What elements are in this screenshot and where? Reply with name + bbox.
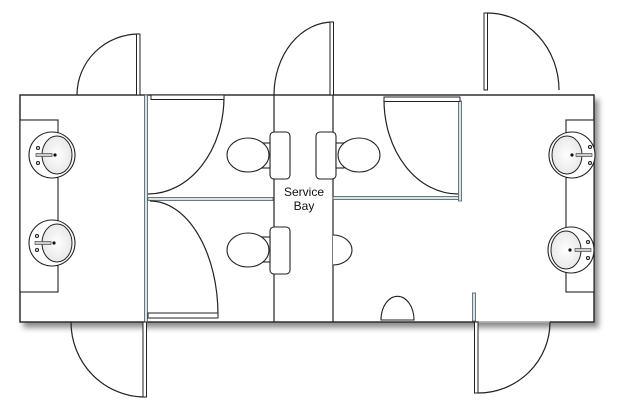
service-bay-label: Service — [284, 185, 324, 199]
glass-partition — [147, 197, 274, 201]
urinal — [332, 234, 353, 266]
service-bay-label: Bay — [294, 199, 315, 213]
door-top-service-bay[interactable] — [273, 21, 334, 96]
sink — [28, 219, 76, 267]
urinal — [380, 295, 415, 321]
glass-partition — [458, 100, 462, 202]
sink — [548, 131, 596, 179]
toilet — [226, 226, 291, 275]
stall-door-lower-left[interactable] — [147, 200, 219, 319]
stall-door-upper-right[interactable] — [383, 96, 461, 195]
glass-partition — [144, 94, 148, 323]
building-outline — [19, 94, 595, 323]
door-bottom-right[interactable] — [472, 292, 551, 394]
toilet — [226, 131, 291, 180]
door-bottom-left[interactable] — [70, 321, 147, 398]
toilet — [315, 131, 381, 180]
glass-partition — [332, 196, 461, 200]
door-top-right[interactable] — [483, 12, 560, 91]
stall-door-upper-left[interactable] — [147, 94, 225, 195]
door-top-left[interactable] — [76, 33, 141, 96]
sink — [547, 226, 595, 274]
sink — [28, 131, 76, 179]
